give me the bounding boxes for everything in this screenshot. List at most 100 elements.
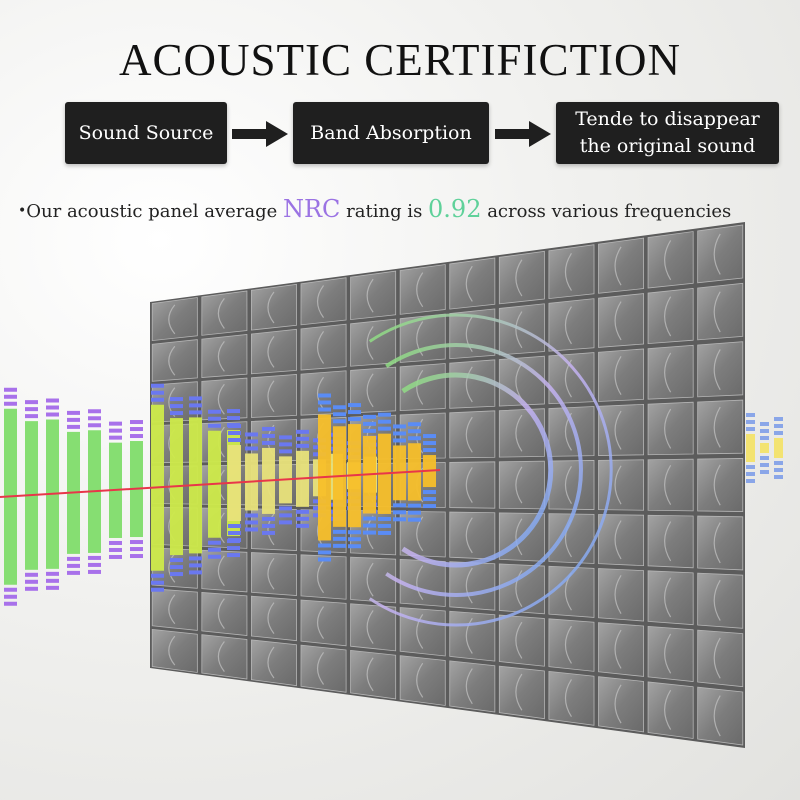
foam-ridge xyxy=(713,349,721,391)
eq-cap xyxy=(363,516,376,521)
foam-ridge xyxy=(168,635,176,666)
eq-cap xyxy=(363,523,376,528)
page-title: ACOUSTIC CERTIFICTION xyxy=(118,35,682,85)
foam-ridge xyxy=(564,466,572,504)
eq-cap xyxy=(170,565,183,570)
eq-cap xyxy=(109,421,122,426)
foam-tile xyxy=(201,290,248,336)
foam-ridge xyxy=(366,326,374,360)
foam-ridge xyxy=(217,555,225,587)
eq-cap xyxy=(408,429,421,434)
foam-ridge xyxy=(614,520,622,560)
eq-cap xyxy=(227,409,240,414)
eq-cap xyxy=(296,523,309,528)
foam-tile xyxy=(399,264,446,315)
foam-ridge xyxy=(465,668,473,705)
eq-cap xyxy=(760,463,769,467)
eq-cap xyxy=(746,427,755,431)
bullet-icon: • xyxy=(18,203,27,219)
foam-ridge xyxy=(366,657,374,692)
eq-bar xyxy=(760,443,769,453)
eq-cap xyxy=(4,587,17,592)
foam-tile xyxy=(697,572,744,629)
foam-tile xyxy=(498,460,545,510)
foam-ridge xyxy=(664,633,672,674)
eq-cap xyxy=(88,569,101,574)
foam-ridge xyxy=(316,606,325,639)
foam-tile xyxy=(697,458,744,512)
eq-cap xyxy=(378,412,391,417)
eq-cap xyxy=(189,570,202,575)
eq-cap xyxy=(67,417,80,422)
eq-cap xyxy=(245,520,258,525)
eq-cap xyxy=(4,594,17,599)
eq-cap xyxy=(760,470,769,474)
foam-ridge xyxy=(564,306,572,345)
foam-tile xyxy=(647,570,694,626)
eq-cap xyxy=(46,398,59,403)
eq-cap xyxy=(408,510,421,515)
foam-ridge xyxy=(515,466,523,504)
foam-tile xyxy=(697,686,744,746)
foam-ridge xyxy=(416,614,424,649)
eq-cap xyxy=(170,404,183,409)
eq-cap xyxy=(189,410,202,415)
eq-cap xyxy=(25,400,38,405)
eq-cap xyxy=(208,540,221,545)
foam-ridge xyxy=(664,577,672,618)
eq-cap xyxy=(67,424,80,429)
foam-tile xyxy=(598,348,645,402)
eq-cap xyxy=(109,428,122,433)
foam-ridge xyxy=(564,679,572,718)
absorption-rings-icon xyxy=(368,313,613,627)
foam-ridge xyxy=(316,285,325,319)
absorption-ring xyxy=(368,313,613,627)
eq-cap xyxy=(318,557,331,562)
eq-cap xyxy=(363,414,376,419)
eq-cap xyxy=(348,410,361,415)
eq-cap xyxy=(378,530,391,535)
foam-ridge xyxy=(416,565,424,601)
eq-cap xyxy=(88,416,101,421)
eq-cap xyxy=(88,409,101,414)
eq-cap xyxy=(170,572,183,577)
eq-cap xyxy=(109,547,122,552)
eq-cap xyxy=(130,420,143,425)
eq-cap xyxy=(67,556,80,561)
foam-ridge xyxy=(416,369,424,405)
eq-cap xyxy=(423,441,436,446)
eq-cap xyxy=(208,409,221,414)
foam-tile xyxy=(399,655,446,706)
foam-tile xyxy=(697,629,744,688)
eq-bar xyxy=(746,434,755,462)
foam-ridge xyxy=(515,259,523,297)
eq-cap xyxy=(228,424,241,429)
eq-cap xyxy=(151,397,164,402)
statement-suffix: across various frequencies xyxy=(481,201,732,222)
foam-tile xyxy=(598,459,645,511)
eq-cap xyxy=(333,405,346,410)
foam-tile xyxy=(449,257,496,310)
eq-cap xyxy=(4,394,17,399)
eq-cap xyxy=(279,442,292,447)
eq-cap xyxy=(408,422,421,427)
foam-tile xyxy=(647,458,694,512)
eq-cap xyxy=(151,390,164,395)
foam-ridge xyxy=(168,304,176,335)
eq-cap xyxy=(228,524,241,529)
eq-cap xyxy=(423,434,436,439)
eq-cap xyxy=(228,538,241,543)
eq-cap xyxy=(88,562,101,567)
foam-tile xyxy=(250,595,297,642)
eq-cap xyxy=(208,554,221,559)
eq-cap xyxy=(348,537,361,542)
eq-cap xyxy=(318,550,331,555)
eq-cap xyxy=(318,393,331,398)
foam-ridge xyxy=(614,465,622,505)
eq-cap xyxy=(151,580,164,585)
foam-tile xyxy=(548,406,595,457)
foam-ridge xyxy=(713,233,721,275)
eq-cap xyxy=(378,419,391,424)
foam-tile xyxy=(697,341,744,398)
eq-cap xyxy=(746,472,755,476)
